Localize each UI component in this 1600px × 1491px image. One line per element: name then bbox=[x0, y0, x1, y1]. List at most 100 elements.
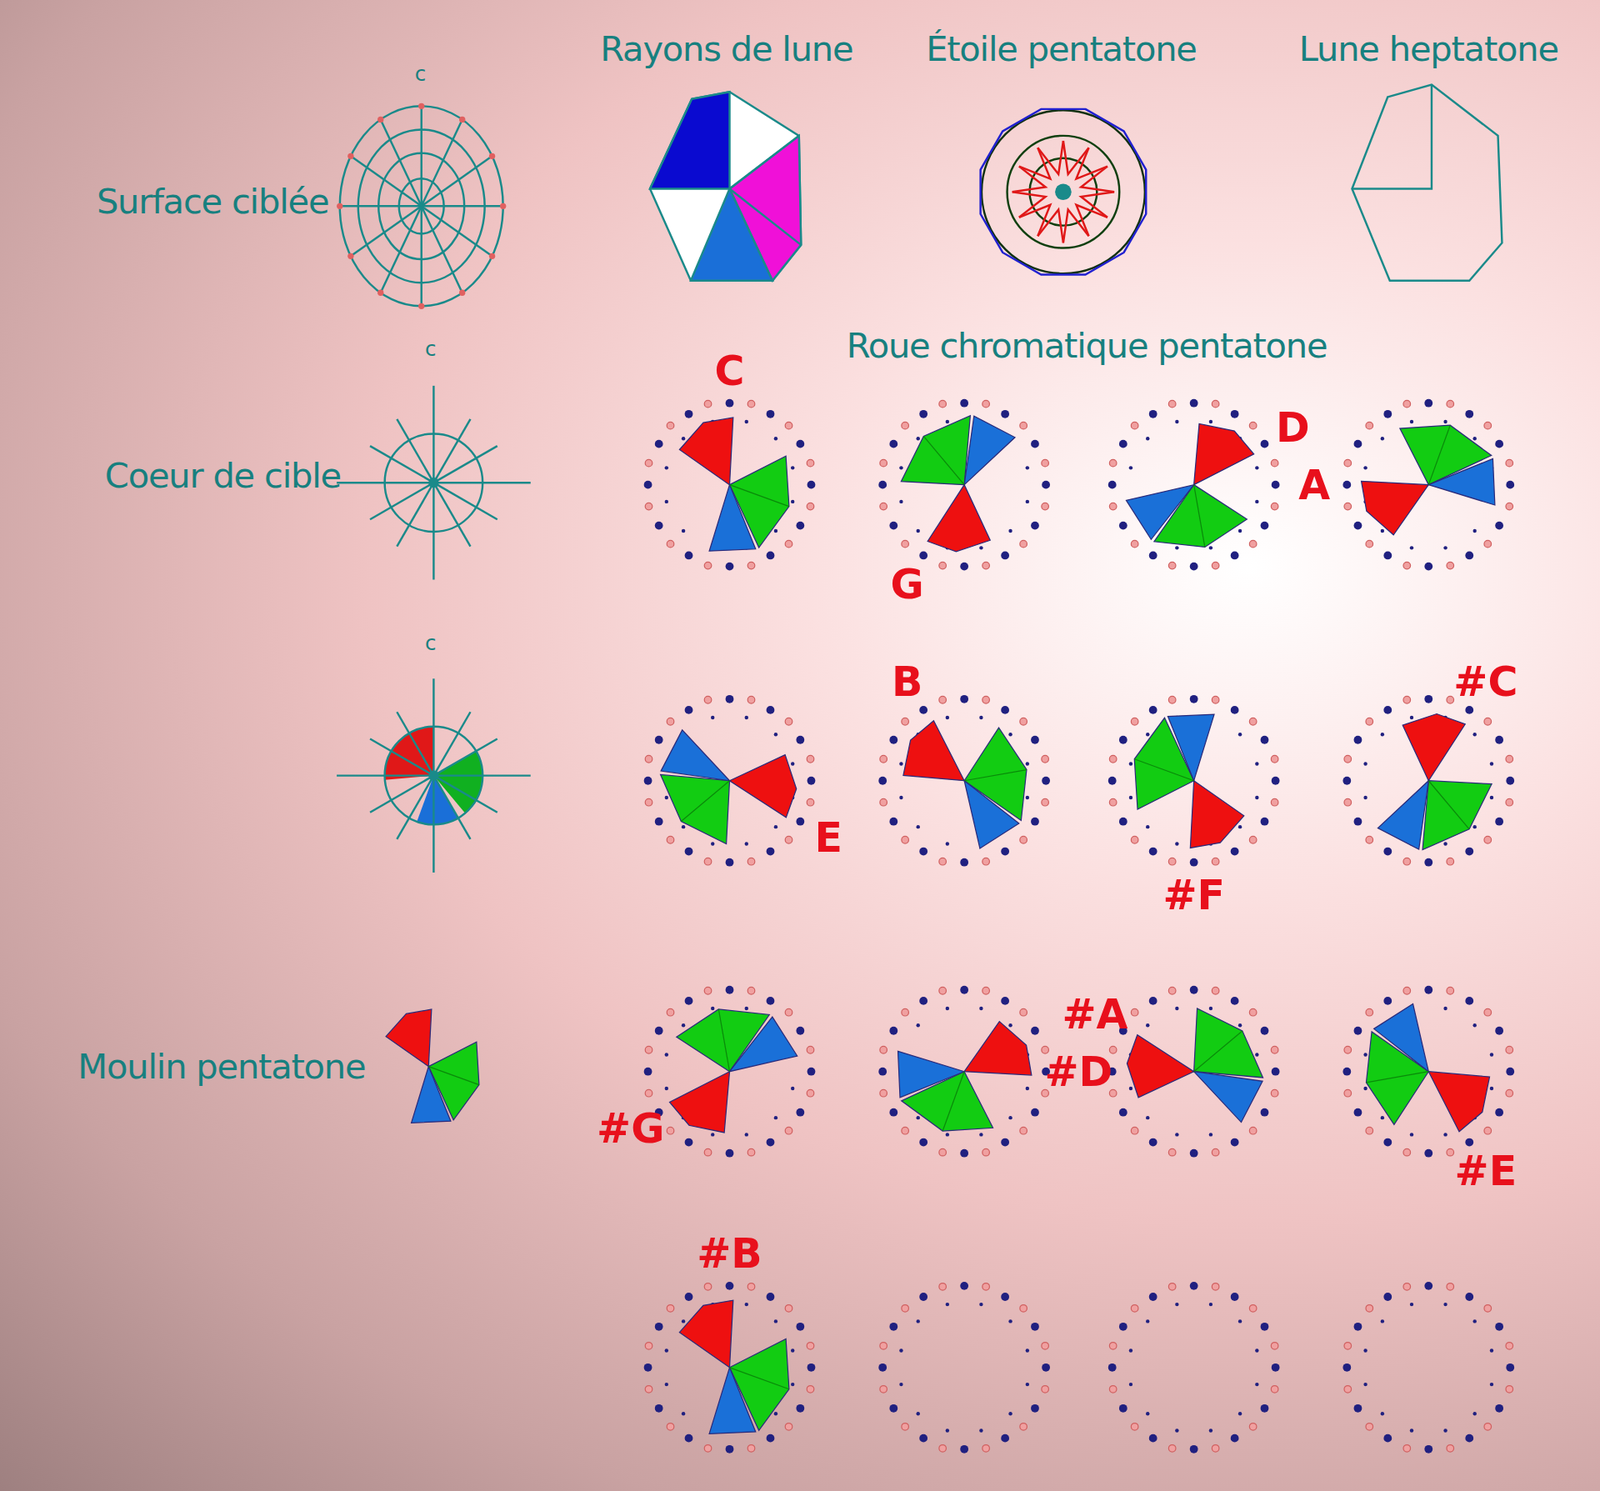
dot bbox=[1109, 755, 1117, 763]
pentatonic-pinwheel bbox=[1365, 1004, 1490, 1132]
dot bbox=[704, 986, 712, 995]
dot bbox=[1129, 761, 1133, 765]
ray bbox=[433, 482, 470, 546]
wedge bbox=[1126, 1035, 1194, 1098]
dot bbox=[1342, 1363, 1351, 1372]
edge bbox=[1366, 1071, 1430, 1083]
dot bbox=[1041, 755, 1050, 763]
wedge bbox=[1125, 485, 1194, 540]
dot bbox=[1175, 545, 1179, 550]
dot bbox=[1008, 1115, 1012, 1120]
wedge bbox=[1422, 780, 1492, 850]
dot bbox=[489, 253, 495, 260]
dot bbox=[785, 835, 793, 844]
dot bbox=[1149, 996, 1158, 1005]
edge bbox=[1134, 759, 1194, 781]
hub bbox=[428, 477, 439, 488]
dot bbox=[1108, 776, 1117, 785]
dot bbox=[681, 436, 685, 440]
dot bbox=[1424, 858, 1433, 867]
pentatonic-pinwheel bbox=[679, 1300, 790, 1434]
dot bbox=[1030, 1322, 1040, 1331]
dot bbox=[747, 1445, 755, 1453]
note-label: #G bbox=[596, 1108, 665, 1150]
note-label: #D bbox=[1044, 1050, 1113, 1092]
dot bbox=[655, 1322, 664, 1331]
dot bbox=[1365, 1423, 1374, 1431]
wedge bbox=[385, 1009, 432, 1067]
dot bbox=[1020, 717, 1028, 725]
dot bbox=[725, 985, 735, 995]
dot bbox=[1446, 1445, 1455, 1453]
dot bbox=[1260, 1108, 1270, 1117]
dot bbox=[1000, 996, 1010, 1005]
dot bbox=[655, 817, 664, 826]
dot bbox=[1484, 1126, 1492, 1135]
dot bbox=[785, 1008, 793, 1016]
edge bbox=[730, 1367, 790, 1390]
dot bbox=[1145, 1411, 1150, 1415]
dot bbox=[1490, 761, 1494, 765]
dot bbox=[919, 705, 928, 715]
ray bbox=[350, 155, 422, 206]
dot bbox=[1365, 1008, 1374, 1016]
dot bbox=[377, 116, 384, 123]
dot bbox=[1000, 1292, 1010, 1301]
dot bbox=[889, 521, 898, 530]
section-label: c bbox=[425, 339, 436, 360]
dot bbox=[795, 521, 805, 530]
dot bbox=[347, 153, 354, 160]
dot bbox=[644, 1067, 653, 1076]
dot bbox=[1249, 1305, 1257, 1313]
dot bbox=[939, 857, 947, 865]
dot bbox=[982, 1445, 990, 1453]
dot bbox=[745, 841, 749, 845]
dot bbox=[666, 717, 675, 725]
section-label: Étoile pentatone bbox=[925, 31, 1197, 67]
target-surface bbox=[336, 103, 506, 310]
dot bbox=[1030, 1108, 1040, 1117]
section-label: Roue chromatique pentatone bbox=[846, 327, 1328, 363]
wedge bbox=[964, 415, 1015, 485]
wedge bbox=[1194, 1071, 1263, 1123]
dot bbox=[1168, 986, 1176, 995]
dot bbox=[1354, 817, 1363, 826]
wedge bbox=[1374, 1004, 1430, 1072]
dot bbox=[1383, 1292, 1392, 1301]
dot bbox=[939, 695, 947, 704]
dot bbox=[982, 1148, 990, 1156]
dot bbox=[1505, 1363, 1515, 1372]
dot bbox=[1383, 410, 1392, 419]
dot bbox=[1119, 1322, 1128, 1331]
dot bbox=[1020, 1305, 1028, 1313]
dot bbox=[655, 440, 664, 449]
star-point bbox=[1019, 147, 1050, 179]
dot bbox=[645, 1089, 653, 1097]
dot bbox=[1490, 1348, 1494, 1352]
dot bbox=[666, 1126, 675, 1135]
dot bbox=[901, 835, 910, 844]
dot bbox=[1041, 480, 1050, 490]
dot bbox=[889, 440, 898, 449]
wedge bbox=[1402, 714, 1465, 781]
dot bbox=[1505, 798, 1514, 806]
dot bbox=[1109, 1342, 1117, 1350]
dot bbox=[725, 695, 735, 704]
dot bbox=[1190, 562, 1199, 571]
dot bbox=[1472, 1023, 1476, 1027]
dot bbox=[1168, 695, 1176, 704]
wedge bbox=[927, 485, 990, 552]
dot bbox=[1424, 1149, 1433, 1158]
section-label: Moulin pentatone bbox=[77, 1049, 365, 1085]
dot bbox=[1168, 1148, 1176, 1156]
dot bbox=[745, 1006, 749, 1010]
dot bbox=[1443, 1302, 1447, 1306]
dot bbox=[899, 761, 903, 765]
dot bbox=[1119, 735, 1128, 745]
dot bbox=[1490, 1382, 1494, 1386]
note-label: E bbox=[815, 817, 843, 859]
dot bbox=[1363, 1052, 1367, 1056]
target-core bbox=[336, 385, 531, 580]
edge bbox=[730, 485, 790, 507]
